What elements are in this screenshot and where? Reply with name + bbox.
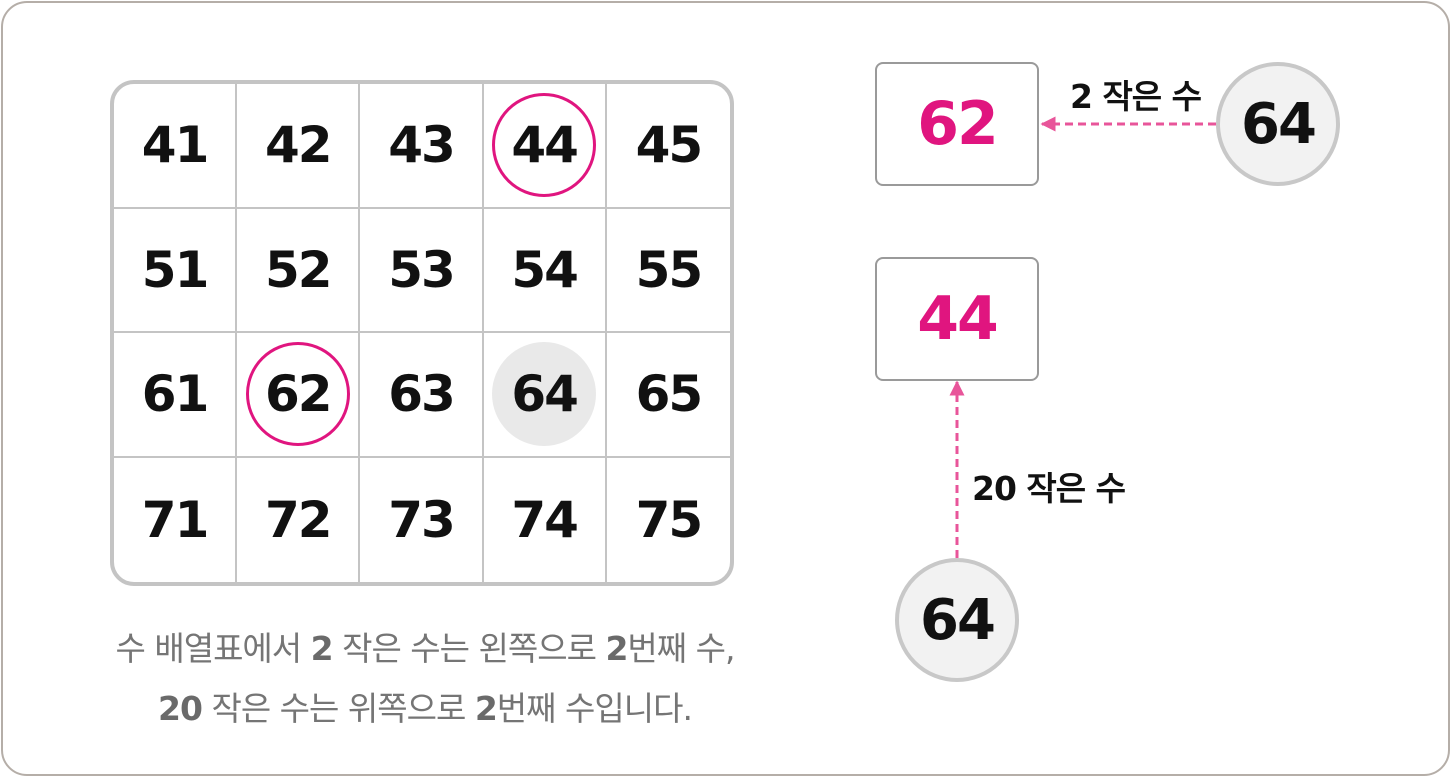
result-value: 62 <box>917 89 998 159</box>
caption-line-2: 20 작은 수는 위쪽으로 2번째 수입니다. <box>60 682 790 730</box>
cell-number: 72 <box>264 490 333 549</box>
caption-segment: 2 <box>310 629 334 668</box>
highlight-ring <box>245 342 350 447</box>
highlight-ring <box>492 93 597 198</box>
grid-cell-64: 64 <box>483 333 607 458</box>
cell-number: 75 <box>635 490 704 549</box>
cell-number: 52 <box>264 240 333 299</box>
cell-number: 55 <box>635 240 704 299</box>
caption-segment: 수 배열표에서 <box>115 629 311 668</box>
cell-number: 73 <box>388 490 456 549</box>
cell-number: 45 <box>635 116 704 175</box>
caption-segment: 2 <box>605 629 628 668</box>
grid-cell-42: 42 <box>237 84 361 209</box>
cell-number: 41 <box>141 116 210 175</box>
cell-number: 63 <box>388 365 456 424</box>
grid-cell-62: 62 <box>237 333 361 458</box>
cell-number: 64 <box>511 365 579 424</box>
grid-cell-65: 65 <box>606 333 730 458</box>
cell-number: 53 <box>388 240 456 299</box>
cell-number: 61 <box>141 365 210 424</box>
number-grid: 41 42 43 44 45 51 52 53 54 55 61 62 63 64 65 71 72 73 74 75 <box>110 80 734 586</box>
cell-number: 65 <box>635 365 704 424</box>
cell-number: 44 <box>511 116 579 175</box>
start-circle-bottom: 64 <box>895 558 1019 682</box>
result-value: 44 <box>917 284 998 354</box>
caption-line-1: 수 배열표에서 2 작은 수는 왼쪽으로 2번째 수, <box>60 622 790 670</box>
caption-segment: 번째 수입니다. <box>496 689 693 728</box>
grid-cell-45: 45 <box>606 84 730 209</box>
cell-number: 42 <box>264 116 333 175</box>
start-circle-top: 64 <box>1216 62 1340 186</box>
result-box-62: 62 <box>875 62 1039 186</box>
highlight-fill <box>492 342 597 447</box>
grid-cell-52: 52 <box>237 208 361 333</box>
grid-cell-72: 72 <box>237 457 361 582</box>
grid-cell-63: 63 <box>360 333 484 458</box>
grid-cell-43: 43 <box>360 84 484 209</box>
cell-number: 54 <box>511 240 579 299</box>
grid-cell-44: 44 <box>483 84 607 209</box>
cell-number: 51 <box>141 240 210 299</box>
grid-cell-71: 71 <box>114 457 238 582</box>
grid-cell-73: 73 <box>360 457 484 582</box>
cell-number: 74 <box>511 490 579 549</box>
caption-segment: 작은 수는 위쪽으로 <box>201 689 475 728</box>
grid-cell-75: 75 <box>607 458 730 583</box>
cell-number: 71 <box>141 490 210 549</box>
caption-segment: 작은 수는 왼쪽으로 <box>332 629 606 668</box>
start-value: 64 <box>920 587 996 653</box>
grid-cell-61: 61 <box>114 333 238 458</box>
start-value: 64 <box>1241 91 1317 157</box>
caption-segment: 번째 수, <box>627 629 735 668</box>
caption-segment: 20 <box>158 689 203 728</box>
arrow-label-20-smaller: 20 작은 수 <box>972 469 1126 508</box>
grid-cell-55: 55 <box>606 209 730 333</box>
caption-segment: 2 <box>474 689 498 728</box>
cell-number: 62 <box>264 365 333 424</box>
grid-cell-53: 53 <box>360 208 484 333</box>
grid-cell-54: 54 <box>483 208 607 333</box>
result-box-44: 44 <box>875 257 1039 381</box>
grid-cell-41: 41 <box>114 84 238 209</box>
cell-number: 43 <box>388 116 456 175</box>
arrow-label-2-smaller: 2 작은 수 <box>1070 77 1202 116</box>
grid-cell-74: 74 <box>484 457 607 582</box>
grid-cell-51: 51 <box>114 208 238 333</box>
